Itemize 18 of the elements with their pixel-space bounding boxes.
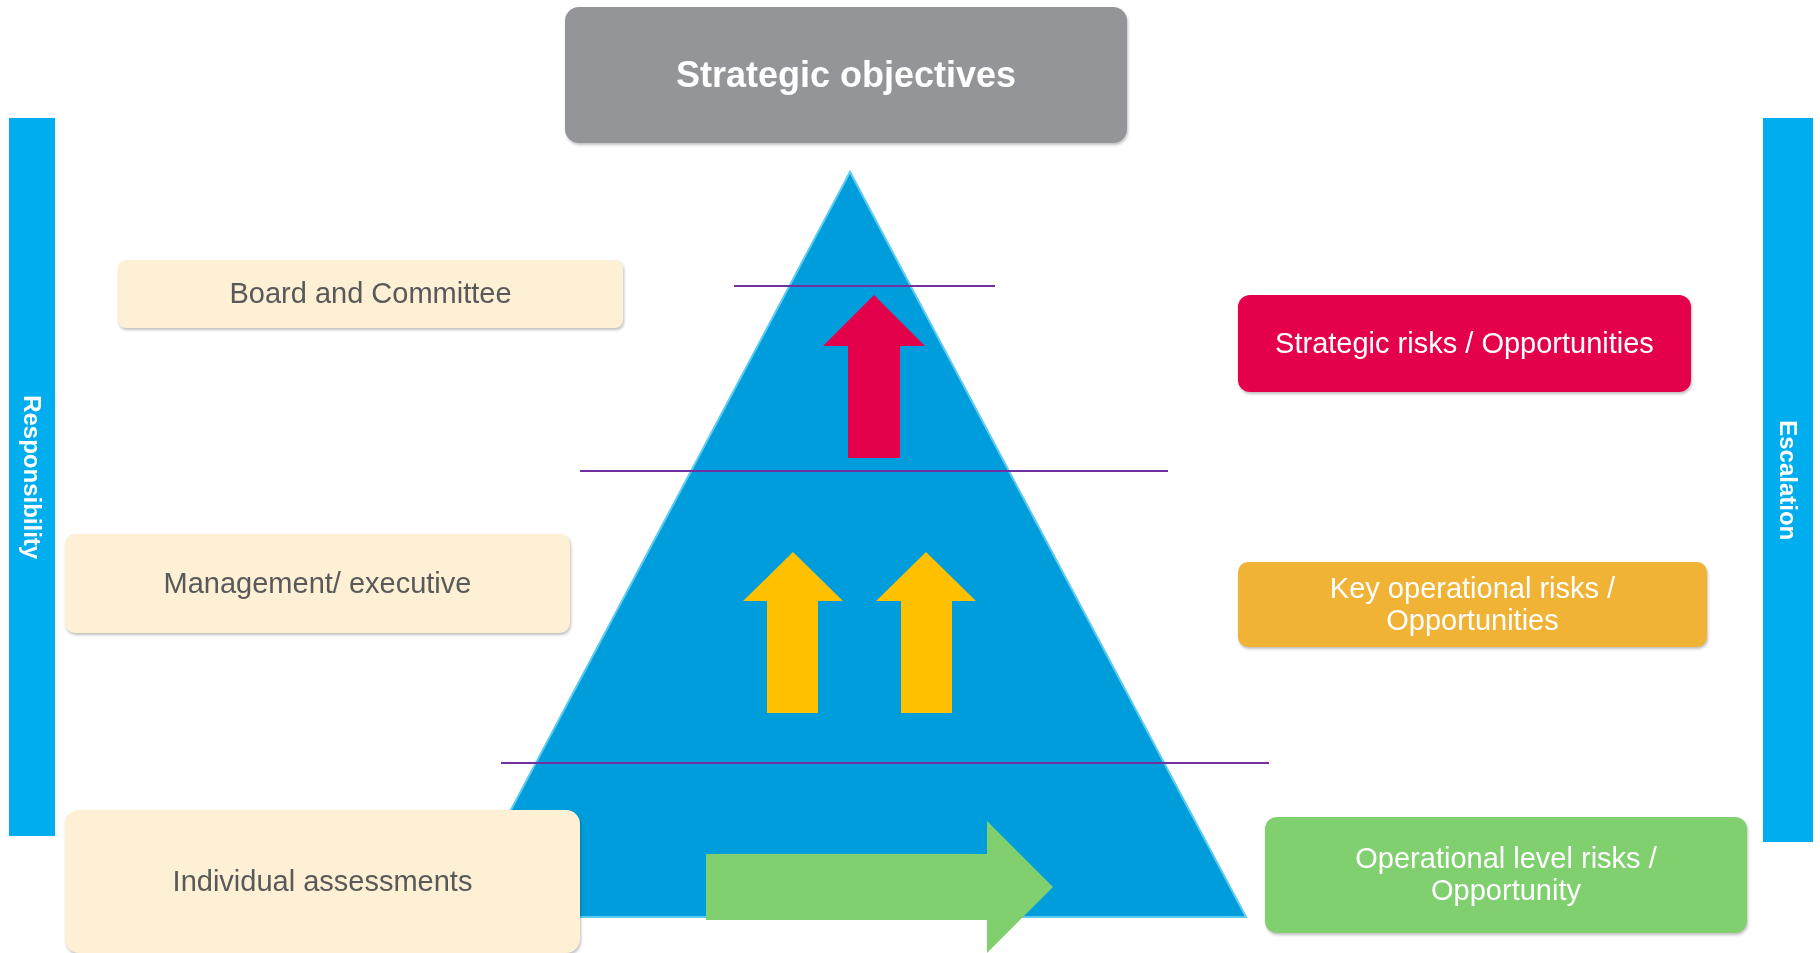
box-label: Strategic objectives (675, 55, 1017, 95)
box-label: Management/ executive (163, 567, 472, 600)
box-label: Key operational risks / Opportunities (1328, 572, 1617, 637)
risk-box (1238, 295, 1691, 392)
side-bar (9, 118, 55, 836)
box-label: Board and Committee (229, 278, 512, 310)
level-box (65, 534, 570, 633)
side-bar (1763, 118, 1813, 842)
bar-label: Escalation (1774, 419, 1802, 540)
risk-box (1265, 817, 1747, 933)
box-label: Individual assessments (172, 865, 473, 898)
level-box (118, 260, 623, 328)
box-label: Operational level risks / Opportunity (1354, 843, 1658, 907)
level-box (65, 810, 580, 953)
risk-box (1238, 562, 1707, 647)
bar-label: Responsibility (18, 395, 46, 559)
box-label: Strategic risks / Opportunities (1275, 327, 1654, 360)
objective-box (565, 7, 1127, 143)
